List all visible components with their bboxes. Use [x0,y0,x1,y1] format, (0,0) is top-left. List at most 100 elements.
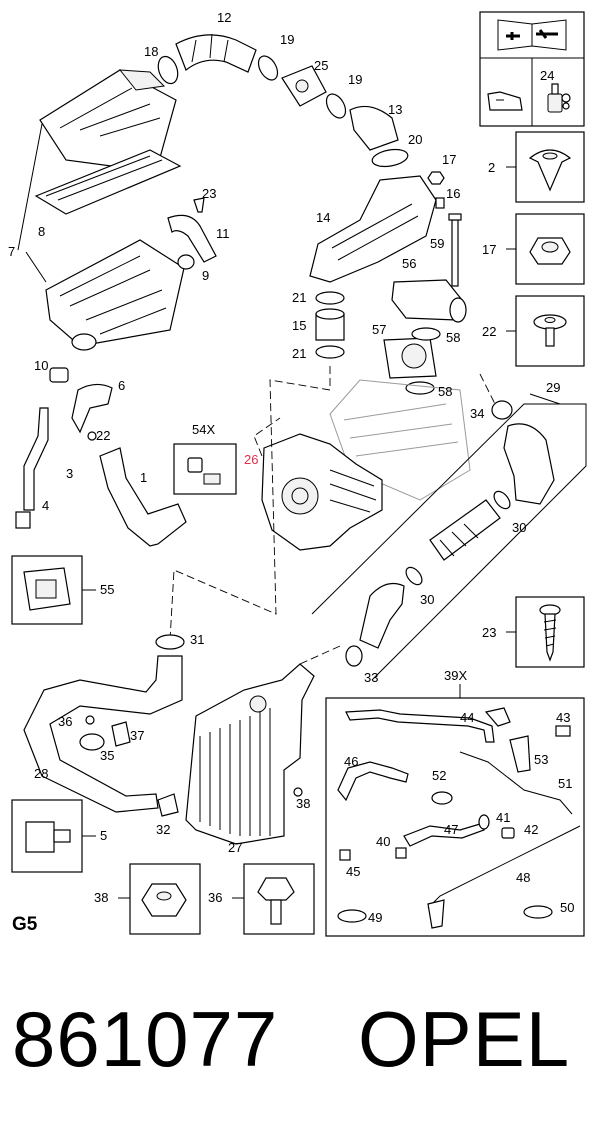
callout-1: 1 [140,470,147,485]
bolt-36a [85,715,95,725]
book-wrench-icon [497,19,567,51]
callout-29: 29 [546,380,560,395]
resonator-1 [99,447,187,547]
callout-15: 15 [292,318,306,333]
air-filter-housing-lower [45,239,185,351]
callout-45: 45 [346,864,360,879]
callout-10: 10 [34,358,48,373]
callout-9: 9 [202,268,209,283]
bolt-23 [193,197,205,213]
plug-42 [501,827,515,839]
callout-56: 56 [402,256,416,271]
clamp-18 [157,55,179,85]
intake-hose-12 [175,33,257,73]
clip-40 [395,847,407,859]
stud-59 [448,213,462,287]
callout-12: 12 [217,10,231,25]
callout-42: 42 [524,822,538,837]
callout-43: 43 [556,710,570,725]
callout-54x: 54X [192,422,215,437]
callout-labels: 12 18 19 25 19 13 20 17 16 14 59 23 11 9… [8,10,574,925]
air-filter-element [34,149,182,215]
nut-38a [293,787,303,797]
item-box-22 [506,295,585,367]
gasket-58a [411,327,441,341]
clamp-21b [315,345,345,359]
clamp-33 [345,645,363,667]
callout-19a: 19 [280,32,294,47]
fitting-41 [478,814,490,830]
oil-bottle-icon [487,91,523,111]
nut-17 [427,171,445,185]
callout-48: 48 [516,870,530,885]
callout-30a: 30 [512,520,526,535]
callout-5: 5 [100,828,107,843]
hose-46 [337,761,409,802]
clamp-49 [337,909,367,923]
callout-22b: 22 [482,324,496,339]
callout-37: 37 [130,728,144,743]
clamp-50 [523,905,553,919]
hose-lower-30 [359,583,405,649]
callout-3: 3 [66,466,73,481]
callout-36a: 36 [58,714,72,729]
item-box-17 [506,213,585,285]
clip-45 [339,849,351,861]
clamp-31 [155,634,185,650]
item-box-2 [506,131,585,203]
item-box-54x [173,443,237,495]
callout-34: 34 [470,406,484,421]
clamp-34 [491,400,513,420]
callout-40: 40 [376,834,390,849]
callout-50: 50 [560,900,574,915]
callout-13: 13 [388,102,402,117]
item-box-38 [118,863,201,935]
manual-reference-box [479,11,585,127]
callout-41: 41 [496,810,510,825]
bracket-53 [509,735,531,773]
callout-17a: 17 [442,152,456,167]
callout-18: 18 [144,44,158,59]
hose-28 [23,655,183,813]
callout-23b: 23 [482,625,496,640]
hose-47 [403,823,485,847]
callout-59: 59 [430,236,444,251]
pipe-3 [23,407,49,511]
mass-air-flow-sensor-25 [281,65,327,107]
callout-31: 31 [190,632,204,647]
clamp-19b [325,93,347,119]
item-box-36 [232,863,315,935]
hose-kit-29-frame [311,393,587,681]
clamp-21a [315,291,345,305]
callout-36b: 36 [208,890,222,905]
pipe-30 [429,499,501,561]
hose-11 [167,214,217,263]
leader-7 [17,123,47,283]
callout-27: 27 [228,840,242,855]
item-box-23 [506,596,585,668]
valve-4 [15,511,31,529]
callout-7: 7 [8,244,15,259]
part-number: 861077 [12,995,279,1083]
callout-22a: 22 [96,428,110,443]
connection-lines [169,366,497,665]
callout-46: 46 [344,754,358,769]
throttle-body-57 [383,337,437,379]
callout-49: 49 [368,910,382,925]
callout-21b: 21 [292,346,306,361]
clamp-52 [431,791,453,805]
callout-2: 2 [488,160,495,175]
callout-38a: 38 [296,796,310,811]
callout-32: 32 [156,822,170,837]
callout-44: 44 [460,710,474,725]
callout-58b: 58 [438,384,452,399]
callout-30b: 30 [420,592,434,607]
callout-4: 4 [42,498,49,513]
hose-51 [459,751,573,815]
callout-58a: 58 [446,330,460,345]
callout-52: 52 [432,768,446,783]
clamp-35 [79,733,105,751]
callout-28: 28 [34,766,48,781]
callout-16: 16 [446,186,460,201]
